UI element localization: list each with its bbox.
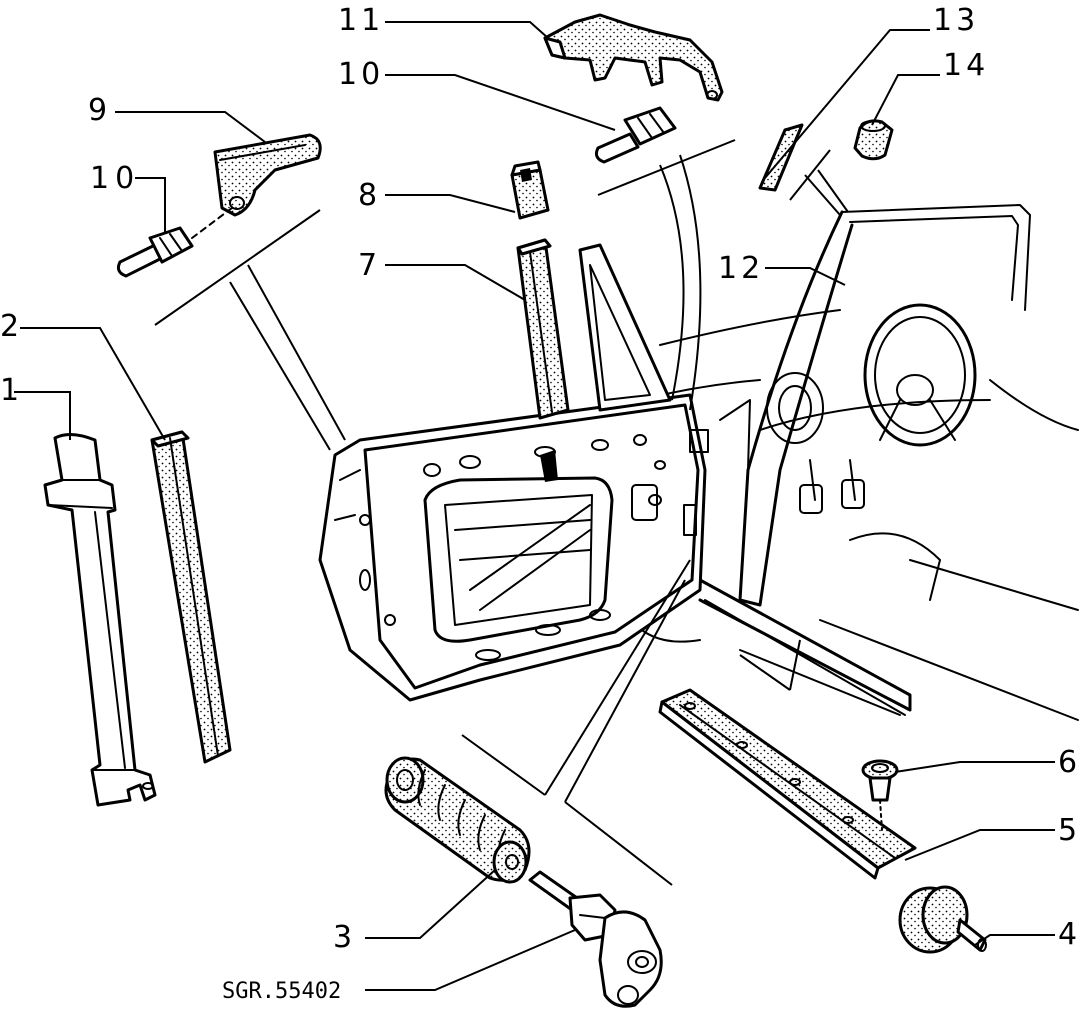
callout-9: 9: [88, 93, 107, 128]
callout-2: 2: [0, 309, 19, 344]
callout-14: 14: [943, 48, 989, 83]
part-10-pin-left: [117, 207, 233, 278]
door-assembly: [318, 243, 709, 702]
callout-4: 4: [1058, 917, 1077, 952]
part-6-plug: [861, 759, 899, 831]
callout-8: 8: [358, 178, 377, 213]
callout-6: 6: [1058, 745, 1077, 780]
callout-7: 7: [358, 248, 377, 283]
callout-leaders: [14, 21, 1055, 991]
callout-12: 12: [718, 251, 764, 286]
part-2-foam-seal-strip: [150, 430, 232, 764]
part-14-grommet: [853, 119, 894, 161]
part-3-rubber-boot: [384, 756, 531, 884]
callout-13: 13: [933, 3, 979, 38]
part-7-window-channel: [516, 238, 570, 420]
part-10-pin-right: [595, 106, 677, 164]
part-5-door-sill-plate: [658, 688, 917, 880]
part-8-channel-end-block: [510, 160, 550, 220]
assembly-lines: [154, 139, 849, 886]
callout-3: 3: [333, 920, 352, 955]
callout-10-left: 10: [90, 161, 140, 196]
reference-code: SGR.55402: [222, 979, 341, 1004]
part-11-door-hinge: [543, 13, 724, 102]
door-switch-lock: [528, 870, 663, 1008]
part-13-seal-strip-piece: [758, 123, 804, 192]
callout-11: 11: [338, 3, 384, 38]
part-4-rubber-bump-stop: [898, 885, 987, 954]
callout-5: 5: [1058, 813, 1077, 848]
part-9-door-check-bracket: [213, 133, 322, 217]
callout-10-right: 10: [338, 57, 384, 92]
callout-1: 1: [0, 373, 19, 408]
part-1-window-guide-channel: [43, 433, 157, 807]
callout-labels: 1 2 3 4 5 6 7 8 9 10 10 11 12 13 14 SGR.…: [0, 3, 1077, 1004]
